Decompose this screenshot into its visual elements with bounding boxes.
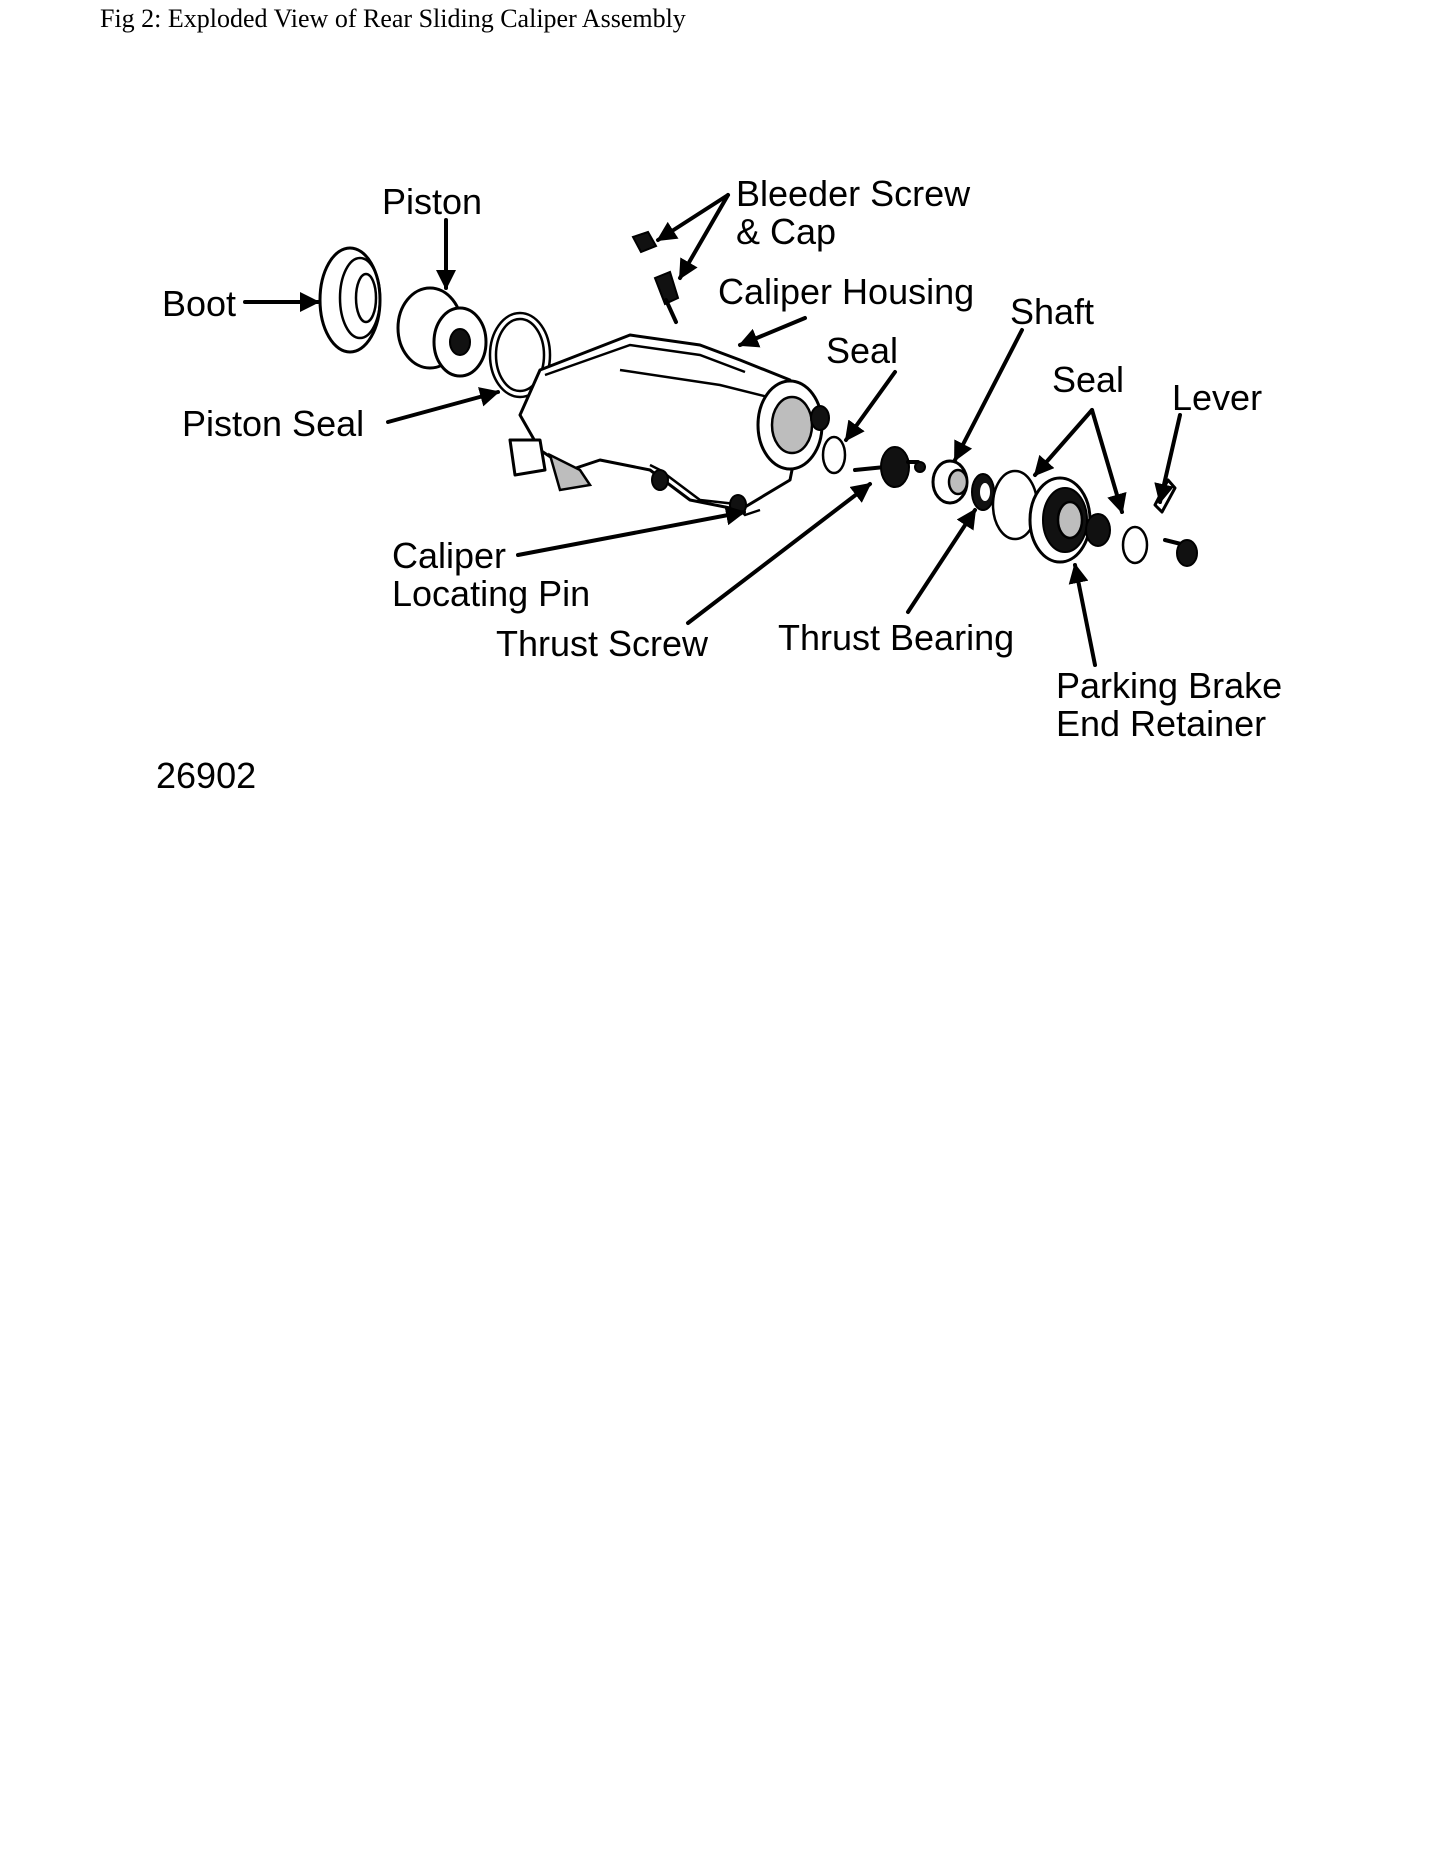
arrow-bleeder-2 (678, 193, 730, 280)
arrow-locating-pin (516, 505, 746, 557)
label-seal-2: Seal (1052, 359, 1124, 400)
lever-part (1085, 478, 1198, 567)
shaft-part (931, 459, 969, 505)
end-retainer-part (1028, 476, 1092, 564)
boot-part (318, 246, 382, 354)
arrow-caliper-housing (738, 316, 807, 348)
arrow-seal-2b (1090, 408, 1127, 514)
label-retainer-2: End Retainer (1056, 703, 1266, 744)
label-thrust-bearing: Thrust Bearing (778, 617, 1014, 658)
arrow-piston-seal (386, 387, 500, 424)
label-thrust-screw: Thrust Screw (496, 623, 709, 664)
label-retainer-1: Parking Brake (1056, 665, 1282, 706)
label-shaft: Shaft (1010, 291, 1094, 332)
piston-seal-part (488, 311, 552, 399)
caliper-exploded-diagram: Piston Boot Piston Seal Bleeder Screw & … (156, 173, 1282, 796)
seal-1-part (821, 435, 847, 475)
arrow-end-retainer (1068, 563, 1097, 667)
label-bleeder-2: & Cap (736, 211, 836, 252)
arrow-thrust-screw (686, 482, 872, 625)
label-bleeder-1: Bleeder Screw (736, 173, 971, 214)
figure-number: 26902 (156, 755, 256, 796)
figure-caption: Fig 2: Exploded View of Rear Sliding Cal… (100, 4, 686, 33)
label-lever: Lever (1172, 377, 1262, 418)
label-caliper-housing: Caliper Housing (718, 271, 974, 312)
arrow-thrust-bearing (906, 508, 977, 614)
arrow-bleeder-1 (656, 193, 730, 242)
caliper-housing-part (508, 333, 830, 517)
arrow-shaft (953, 328, 1024, 462)
arrow-seal-1 (844, 370, 897, 442)
label-seal-1: Seal (826, 330, 898, 371)
arrow-seal-2a (1033, 408, 1094, 477)
label-boot: Boot (162, 283, 236, 324)
label-locating-pin-1: Caliper (392, 535, 506, 576)
label-piston: Piston (382, 181, 482, 222)
thrust-bearing-part (971, 473, 995, 511)
bleeder-screw-part (631, 230, 680, 324)
arrow-lever (1154, 413, 1182, 504)
piston-part (396, 286, 488, 378)
label-piston-seal: Piston Seal (182, 403, 364, 444)
label-locating-pin-2: Locating Pin (392, 573, 590, 614)
thrust-screw-part (853, 446, 926, 488)
